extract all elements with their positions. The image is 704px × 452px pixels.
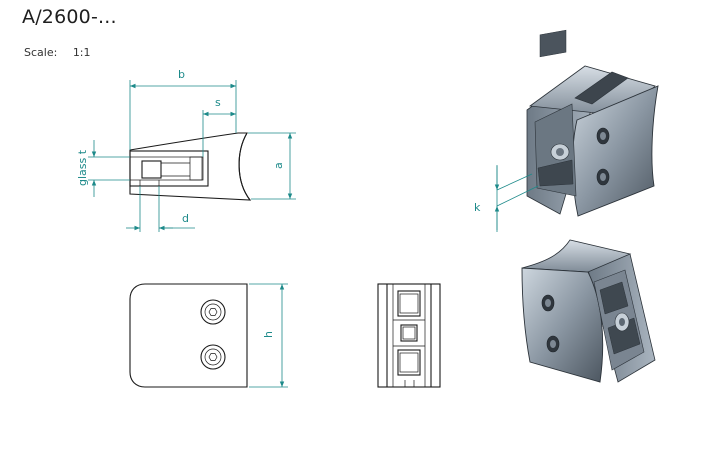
dim-h: h [262,331,275,338]
iso-view-lower [521,239,656,383]
front-view [129,283,288,388]
side-view [377,283,441,388]
drawing-title: A/2600-... [22,6,117,28]
scale-row: Scale: 1:1 [24,46,91,59]
dim-a: a [272,162,285,169]
dim-b: b [178,68,185,81]
dim-d: d [182,212,189,225]
top-view [88,80,296,232]
dim-k: k [474,201,481,214]
scale-value: 1:1 [72,46,91,59]
scale-label: Scale: [24,46,58,59]
dim-s: s [215,96,221,109]
dim-glass: glass t [76,149,89,186]
iso-view-upper [494,29,659,232]
